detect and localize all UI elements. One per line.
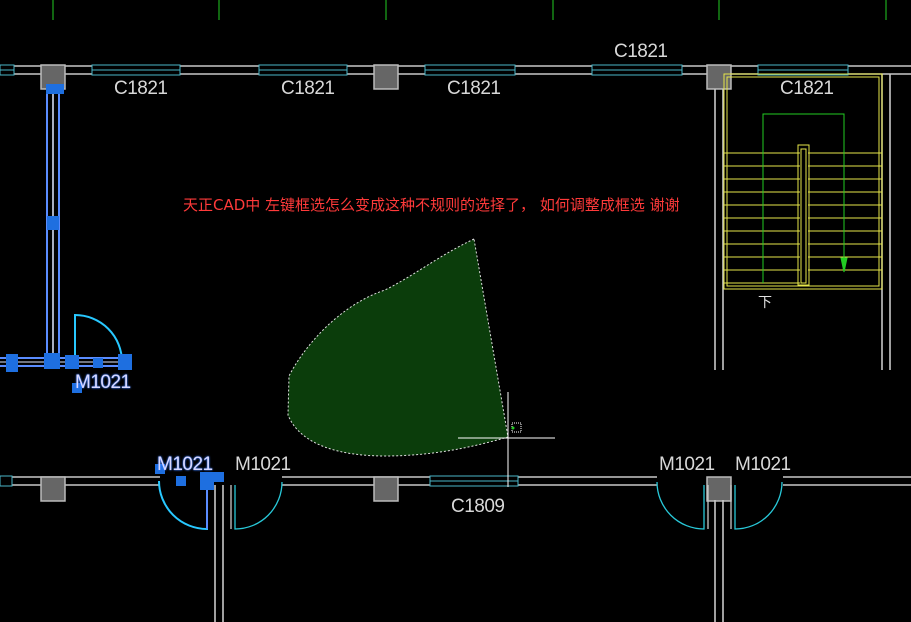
door-label-m1021-selected: M1021 — [157, 454, 213, 475]
bottom-door-selected[interactable] — [155, 464, 224, 531]
window-label-c1809: C1809 — [451, 496, 505, 517]
door-label-m1021-3: M1021 — [659, 454, 715, 475]
window-label-c1821-2: C1821 — [281, 78, 335, 99]
door-label-m1021-left: M1021 — [75, 372, 131, 393]
left-door-selected[interactable] — [0, 313, 132, 393]
axis-ticks — [52, 0, 887, 20]
window-label-c1821-1: C1821 — [114, 78, 168, 99]
bottom-window-c1809[interactable] — [0, 475, 519, 487]
stair-down-label: 下 — [758, 295, 772, 311]
window-label-c1821-4: C1821 — [614, 41, 668, 62]
question-annotation: 天正CAD中 左键框选怎么变成这种不规则的选择了， 如何调整成框选 谢谢 — [183, 196, 680, 214]
door-label-m1021-2: M1021 — [235, 454, 291, 475]
door-label-m1021-4: M1021 — [735, 454, 791, 475]
window-label-c1821-3: C1821 — [447, 78, 501, 99]
lasso-selection — [287, 238, 509, 457]
stair-arrow — [762, 113, 848, 283]
bottom-columns[interactable] — [40, 476, 732, 502]
left-wall-selected[interactable] — [46, 84, 64, 362]
bottom-doors[interactable] — [230, 481, 783, 530]
window-label-c1821-5: C1821 — [780, 78, 834, 99]
crosshair-cursor — [458, 392, 555, 487]
staircase[interactable] — [723, 73, 883, 290]
